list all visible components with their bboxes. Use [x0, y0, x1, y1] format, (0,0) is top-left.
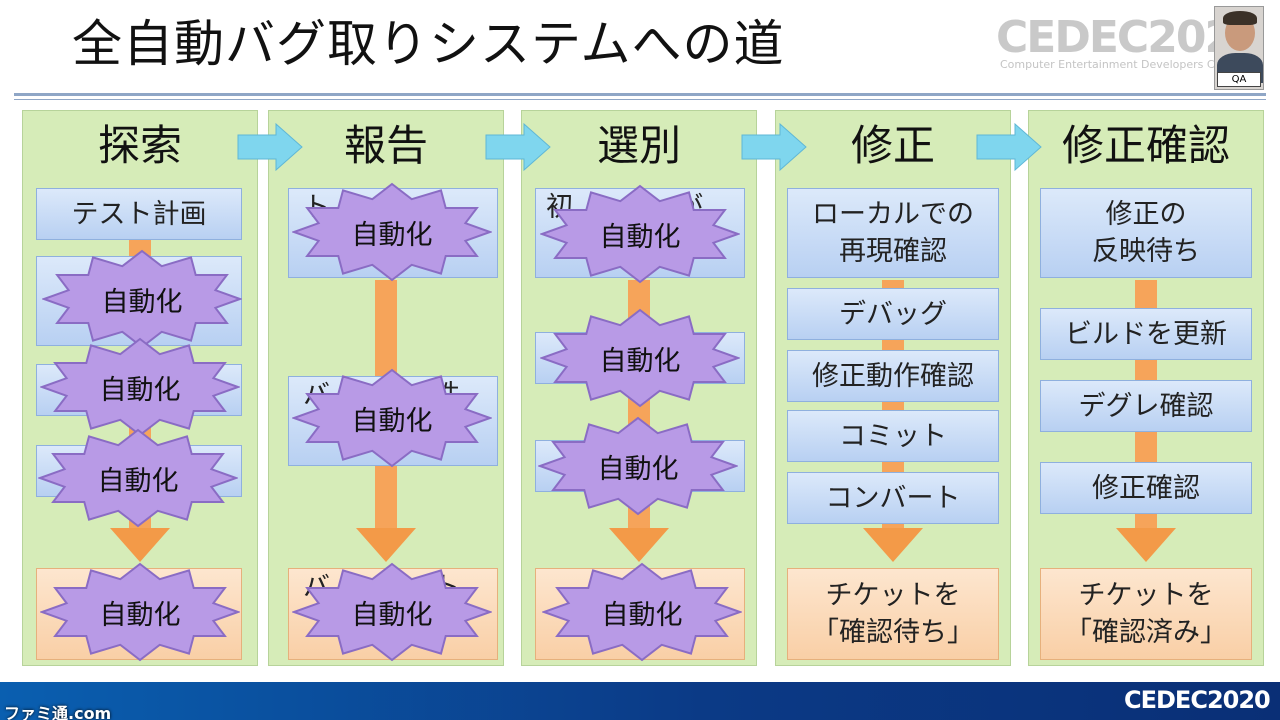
burst-shape [292, 182, 492, 282]
step-commit: コミット [787, 410, 999, 462]
flow-arrow-icon [485, 122, 551, 172]
footer-bar [0, 682, 1280, 720]
automation-label: 自動化 [599, 221, 681, 253]
step-update-build: ビルドを更新 [1040, 308, 1252, 360]
flow-arrow-icon [741, 122, 807, 172]
down-arrow-shaft [882, 280, 904, 530]
step-fix-verify: 修正確認 [1040, 462, 1252, 514]
watermark: ファミ通.com [4, 704, 112, 720]
automation-burst: 自動化 [38, 428, 238, 528]
burst-shape [542, 562, 742, 662]
column-title-triage: 選別 [596, 121, 681, 170]
automation-burst: 自動化 [40, 562, 240, 662]
speaker-hair [1223, 11, 1257, 25]
step-wait-reflect: 修正の 反映待ち [1040, 188, 1252, 278]
step-ticket-done: チケットを 「確認済み」 [1040, 568, 1252, 660]
down-arrow-icon [609, 528, 669, 562]
step-test-plan: テスト計画 [36, 188, 242, 240]
column-title-explore: 探索 [97, 121, 182, 170]
column-title-report: 報告 [343, 121, 428, 170]
speaker-camera: QA [1214, 6, 1264, 90]
automation-label: 自動化 [351, 405, 433, 437]
column-title-fix-verify: 修正確認 [1061, 121, 1230, 170]
burst-shape [292, 562, 492, 662]
automation-label: 自動化 [351, 219, 433, 251]
column-title-fix: 修正 [850, 121, 935, 170]
automation-label: 自動化 [97, 465, 179, 497]
automation-burst: 自動化 [540, 308, 740, 408]
automation-burst: 自動化 [40, 337, 240, 437]
down-arrow-icon [1116, 528, 1176, 562]
down-arrow-icon [863, 528, 923, 562]
flow-arrow-icon [976, 122, 1042, 172]
footer-logo: CEDEC2020 [1124, 686, 1271, 714]
step-fix-check: 修正動作確認 [787, 350, 999, 402]
flow-arrow-icon [237, 122, 303, 172]
burst-shape [540, 184, 740, 284]
automation-burst: 自動化 [540, 184, 740, 284]
down-arrow-icon [356, 528, 416, 562]
cedec-logo-subtitle: Computer Entertainment Developers Confer… [1000, 58, 1214, 71]
burst-shape [40, 562, 240, 662]
step-local-repro: ローカルでの 再現確認 [787, 188, 999, 278]
automation-label: 自動化 [601, 599, 683, 631]
automation-label: 自動化 [101, 286, 183, 318]
camera-label: QA [1217, 72, 1261, 87]
automation-burst: 自動化 [292, 182, 492, 282]
slide-title: 全自動バグ取りシステムへの道 [72, 15, 785, 73]
burst-shape [540, 308, 740, 408]
automation-label: 自動化 [351, 599, 433, 631]
automation-burst: 自動化 [292, 562, 492, 662]
step-regression-check: デグレ確認 [1040, 380, 1252, 432]
burst-shape [38, 428, 238, 528]
automation-label: 自動化 [99, 374, 181, 406]
automation-burst: 自動化 [538, 416, 738, 516]
title-rule [14, 93, 1266, 96]
automation-label: 自動化 [597, 453, 679, 485]
down-arrow-icon [110, 528, 170, 562]
step-ticket-pending: チケットを 「確認待ち」 [787, 568, 999, 660]
automation-label: 自動化 [599, 345, 681, 377]
automation-burst: 自動化 [292, 368, 492, 468]
automation-burst: 自動化 [42, 249, 242, 349]
burst-shape [538, 416, 738, 516]
burst-shape [292, 368, 492, 468]
step-debug: デバッグ [787, 288, 999, 340]
step-convert: コンバート [787, 472, 999, 524]
automation-burst: 自動化 [542, 562, 742, 662]
title-rule-thin [14, 99, 1266, 100]
automation-label: 自動化 [99, 599, 181, 631]
